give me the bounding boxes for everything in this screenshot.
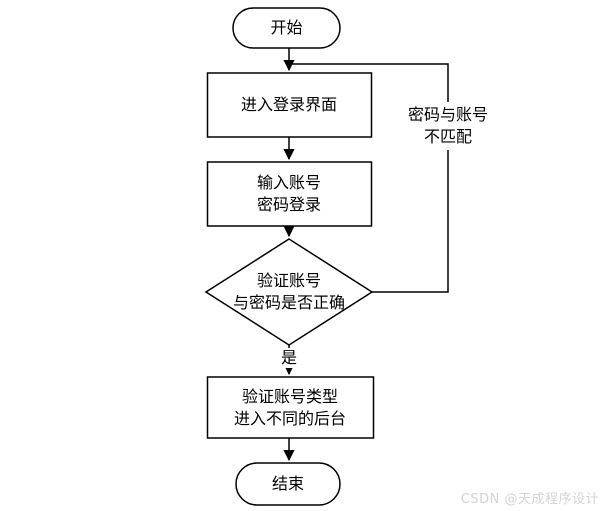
enter-login-label: 进入登录界面	[240, 95, 337, 114]
edge-label-mismatch: 密码与账号 不匹配	[386, 102, 510, 150]
verify-type-box	[206, 376, 375, 439]
decision-diamond	[204, 238, 374, 346]
start-node-label: 开始	[270, 18, 303, 37]
decision-label: 验证账号 与密码是否正确	[232, 271, 345, 312]
end-terminator-shape	[235, 462, 341, 506]
feedback-line-mismatch	[289, 63, 449, 293]
csdn-watermark: CSDN @天成程序设计	[460, 492, 599, 507]
input-credentials-label: 输入账号 密码登录	[256, 173, 321, 214]
start-terminator-shape	[232, 7, 341, 49]
enter-login-box	[206, 72, 373, 138]
end-node-label: 结束	[271, 474, 304, 493]
verify-type-label: 验证账号类型 进入不同的后台	[233, 386, 346, 428]
edge-label-yes: 是	[278, 348, 300, 368]
input-credentials-box	[206, 161, 373, 227]
